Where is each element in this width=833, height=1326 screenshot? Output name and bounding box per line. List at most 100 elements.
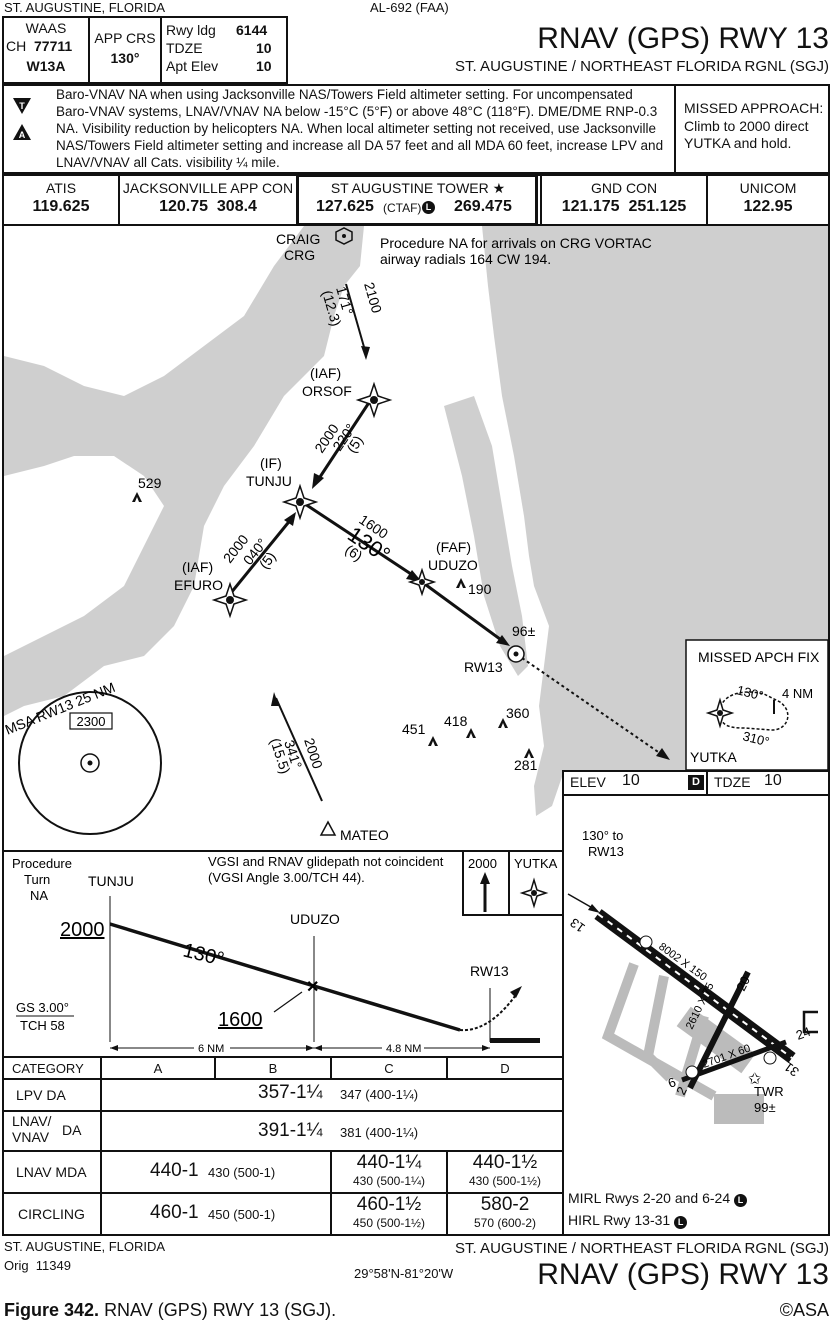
app-con-value: 120.75 308.4 [159, 198, 257, 215]
tdze-label: TDZE [166, 40, 203, 56]
rwy24-label: 24 [794, 1024, 813, 1043]
airport-tdze-label: TDZE [714, 774, 751, 790]
tunju-label: TUNJU [246, 473, 292, 489]
vgsi-note1: VGSI and RNAV glidepath not coincident [208, 854, 444, 869]
ch-value: 77711 [34, 38, 73, 54]
obs-281: 281 [514, 757, 538, 773]
ctaf-label: (CTAF) [383, 201, 422, 215]
app-crs-label: APP CRS [94, 30, 156, 46]
header-info-box [2, 16, 288, 84]
runway-bar [490, 1038, 540, 1043]
uduzo-label: UDUZO [428, 557, 478, 573]
atis-label: ATIS [45, 180, 77, 196]
circ-c-main: 460-1½ [356, 1194, 422, 1215]
rw13-waypoint-icon [507, 645, 525, 663]
faf-cross-icon: ✕ [306, 979, 319, 996]
lnav-ab-sub: 430 (500-1) [208, 1165, 276, 1180]
rwy6-label: 6 [666, 1074, 678, 1091]
plan-view-frame [2, 226, 830, 850]
unicom-value: 122.95 [743, 198, 793, 215]
lnav-d-sub: 430 (500-1½) [468, 1174, 542, 1188]
lnav-vnav-label: LNAV/VNAV [12, 1113, 52, 1145]
rwy-ldg-label: Rwy ldg [166, 22, 216, 38]
cat-c: C [384, 1060, 394, 1076]
hold-dist: 4 NM [782, 686, 813, 701]
pt-line2: Turn [24, 872, 50, 887]
obs-360: 360 [506, 705, 530, 721]
d-icon: D [688, 775, 704, 790]
svg-text:T: T [19, 101, 25, 111]
footer-airport: ST. AUGUSTINE / NORTHEAST FLORIDA RGNL (… [455, 1240, 829, 1257]
header-city-state: ST. AUGUSTINE, FLORIDA [4, 0, 166, 15]
leg1-crs: 171° [333, 284, 356, 316]
lnav-vnav-da: DA [62, 1122, 82, 1138]
if-label: (IF) [260, 455, 282, 471]
dist-4-8nm: 4.8 NM [386, 1043, 421, 1055]
ch-label: CH [6, 38, 27, 54]
leg2-dist: (5) [343, 433, 366, 456]
profile-crs: 130° [181, 940, 226, 971]
waas-label: WAAS [25, 20, 67, 36]
leg3-dist: (6) [342, 541, 365, 564]
obs-96: 96± [512, 623, 536, 639]
orsof-label: ORSOF [302, 383, 352, 399]
t-triangle-icon [13, 98, 31, 114]
atis-value: 119.625 [32, 198, 90, 215]
elev-value: 10 [622, 772, 640, 789]
vgsi-note2: (VGSI Angle 3.00/TCH 44). [208, 870, 365, 885]
footer-title: RNAV (GPS) RWY 13 [537, 1258, 829, 1291]
lighting-note-2: HIRL Rwy 13-31 L [568, 1212, 688, 1229]
airport-tdze-value: 10 [764, 772, 782, 789]
crs-note2: RW13 [588, 844, 624, 859]
tower-value-uhf: 269.475 [454, 198, 512, 215]
runway-2-20 [687, 970, 751, 1090]
hold-crs-1: 130° [735, 682, 765, 703]
tch: TCH 58 [20, 1018, 65, 1033]
runway-13-31 [594, 909, 796, 1063]
app-con-label: JACKSONVILLE APP CON [122, 180, 294, 196]
apt-elev-value: 10 [256, 58, 272, 74]
mateo-label: MATEO [340, 827, 389, 843]
procedure-na-note2: airway radials 164 CW 194. [380, 251, 551, 267]
copyright: ©ASA [779, 1300, 829, 1320]
circ-d-sub: 570 (600-2) [473, 1216, 537, 1230]
profile-rw13: RW13 [470, 963, 509, 979]
obs-418: 418 [444, 713, 468, 729]
inlet-water [444, 396, 528, 676]
lnav-ab-main: 440-1 [150, 1160, 199, 1181]
profile-uduzo: UDUZO [290, 911, 340, 927]
obs-190: 190 [468, 581, 492, 597]
chart-id: AL-692 (FAA) [370, 0, 449, 15]
rwy-ldg-value: 6144 [236, 22, 268, 38]
pt-line3: NA [30, 888, 48, 903]
cat-d: D [500, 1060, 510, 1076]
uduzo-fix-icon [407, 567, 437, 597]
procedure-na-note: Procedure NA for arrivals on CRG VORTAC [380, 235, 652, 251]
lnav-c-sub: 430 (500-1¼) [352, 1174, 426, 1188]
tower-elev: 99± [754, 1100, 776, 1115]
efuro-fix-icon [211, 581, 249, 619]
missed-approach-title: MISSED APPROACH: [684, 100, 824, 116]
missed-fix-title: MISSED APCH FIX [698, 649, 820, 665]
rwy20-label: 20 [733, 974, 753, 994]
apt-elev-label: Apt Elev [166, 58, 219, 74]
craig-vortac-icon [335, 227, 353, 245]
ocean-area [482, 226, 828, 816]
cat-a: A [153, 1060, 163, 1076]
lnav-c-main: 440-1¼ [356, 1152, 422, 1173]
profile-alt-1600: 1600 [218, 1009, 263, 1031]
notes-text: Baro-VNAV NA when using Jacksonville NAS… [56, 87, 664, 170]
yutka-label: YUTKA [690, 749, 737, 765]
circ-ab-sub: 450 (500-1) [208, 1207, 276, 1222]
tower-star-icon: ✩ [748, 1071, 762, 1088]
yutka-fix-icon-profile [519, 877, 549, 909]
obs-451: 451 [402, 721, 426, 737]
runway-6-24 [681, 1039, 787, 1083]
takeoff-alternate-icons: T A [13, 98, 31, 140]
unicom-label: UNICOM [739, 180, 797, 196]
missed-alt-box: 2000 [468, 856, 497, 871]
lighting-note-1: MIRL Rwys 2-20 and 6-24 L [568, 1190, 747, 1207]
rw13-label: RW13 [464, 659, 503, 675]
missed-approach-text: Climb to 2000 direct YUTKA and hold. [684, 118, 809, 151]
circ-ab-main: 460-1 [150, 1202, 199, 1223]
